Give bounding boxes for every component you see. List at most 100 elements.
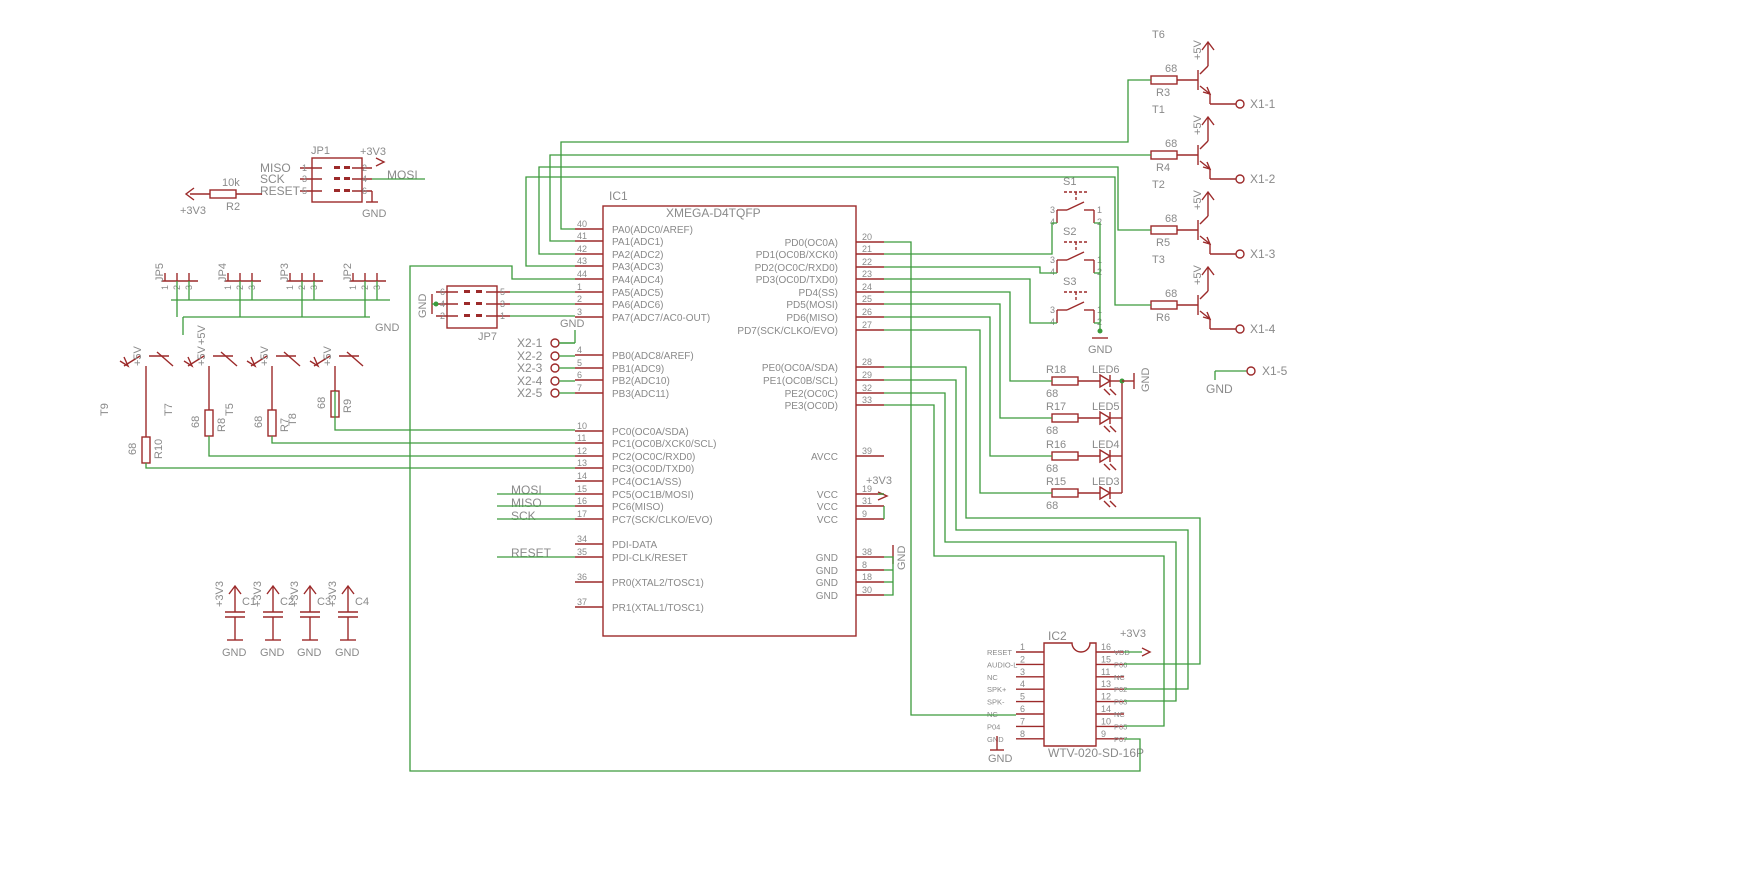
ic2-pin-number: 13 [1101, 679, 1111, 689]
ic2-pin-label: NC [1114, 673, 1125, 682]
led-name: LED4 [1092, 439, 1120, 451]
r2-value: 10k [222, 177, 240, 189]
ic1-pin-label: PD2(OC0C/RXD0) [755, 263, 838, 274]
ic1-pin-number: 29 [862, 370, 872, 380]
net-wire [271, 436, 575, 444]
x2-label: X2-4 [517, 374, 543, 388]
jp1-signal-left: MISO [260, 161, 291, 175]
ic1-pin-number: 16 [577, 496, 587, 506]
net-reset: RESET [511, 546, 552, 560]
led-name: LED6 [1092, 364, 1120, 376]
ic1-pin-label: PE2(OC0C) [785, 389, 838, 400]
ic1-pin-label: PA7(ADC7/AC0-OUT) [612, 313, 710, 324]
ic1-pin-number: 27 [862, 320, 872, 330]
ic2-vdd-supply-symbol [1141, 647, 1152, 657]
ic1-pin-number: 17 [577, 509, 587, 519]
x2-label: X2-3 [517, 361, 543, 375]
led-resistor [1051, 413, 1079, 423]
ic2-pin-number: 16 [1101, 642, 1111, 652]
ic1-pin-label: AVCC [811, 452, 838, 463]
transistor-name: T9 [99, 403, 111, 416]
left-resistor-name: R7 [279, 418, 291, 432]
ic2-name: IC2 [1048, 629, 1067, 643]
driver-resistor-name: R4 [1156, 162, 1170, 174]
ic1-pin-number: 28 [862, 357, 872, 367]
x2-pad [550, 351, 560, 361]
ic1-gnd-label: GND [896, 546, 908, 571]
ic1-pin-label: PDI-DATA [612, 540, 658, 551]
led-diode [1099, 410, 1112, 426]
net-wire [884, 316, 1052, 457]
switch-name: S3 [1063, 276, 1076, 288]
ic1-pin-number: 14 [577, 471, 587, 481]
left-resistor-value: 68 [127, 443, 139, 455]
net-wires [145, 79, 1201, 772]
ic2-pin-label: P05 [1114, 722, 1127, 731]
ic1-pin-label: PR0(XTAL2/TOSC1) [612, 578, 704, 589]
jp7-pin-number: 5 [500, 287, 505, 297]
driver-transistor-name: T3 [1152, 254, 1165, 266]
led-resistor-value: 68 [1046, 500, 1058, 512]
net-wire [884, 291, 1052, 382]
ic1-pin-number: 25 [862, 294, 872, 304]
ic2-pin-label: P07 [1114, 735, 1127, 744]
jp1-signal-left: RESET [260, 184, 301, 198]
header-supply-label: +5V [196, 324, 208, 345]
ic1-pin-number: 12 [577, 446, 587, 456]
ic2-pin-number: 14 [1101, 704, 1111, 714]
driver-resistor-name: R6 [1156, 312, 1170, 324]
led-name: LED5 [1092, 401, 1120, 413]
ic1-pin-label: PE0(OC0A/SDA) [762, 363, 838, 374]
capacitor-gnd-label: GND [335, 647, 360, 659]
left-resistor [267, 409, 277, 437]
capacitor-supply-label: +3V3 [214, 581, 226, 607]
ic1-pin-label: PB3(ADC11) [612, 389, 669, 400]
r2-name: R2 [226, 201, 240, 213]
driver-transistor-name: T6 [1152, 29, 1165, 41]
ic1-pin-label: PA4(ADC4) [612, 275, 664, 286]
ic1-pin-number: 22 [862, 257, 872, 267]
jp7-name: JP7 [478, 331, 497, 343]
net-wire [208, 436, 575, 457]
ic2-pin-number: 10 [1101, 716, 1111, 726]
ic1-pin-number: 34 [577, 534, 587, 544]
ic1-pin-label: PD3(OC0D/TXD0) [756, 275, 838, 286]
ic2-pin-number: 2 [1020, 654, 1025, 664]
header-name: JP5 [154, 263, 166, 282]
jp1-pin-number: 4 [362, 174, 367, 184]
driver-resistor [1150, 300, 1178, 310]
ic1-pin-number: 33 [862, 395, 872, 405]
switch-name: S1 [1063, 176, 1076, 188]
switch-gnd-label: GND [1088, 344, 1113, 356]
jp1-pin-number: 3 [302, 174, 307, 184]
ic1-pin-number: 36 [577, 572, 587, 582]
driver-resistor-name: R3 [1156, 87, 1170, 99]
ic1-pin-number: 5 [577, 358, 582, 368]
jp1-pin-number: 5 [302, 186, 307, 196]
net-wire [549, 154, 1151, 242]
transistor-supply-label: +5V [132, 345, 144, 366]
ic2-pin-number: 9 [1101, 729, 1106, 739]
x2-gnd-label: GND [560, 318, 585, 330]
switch-name: S2 [1063, 226, 1076, 238]
ic2-symbol: IC2 WTV-020-SD-16P 1RESET2AUDIO-L3NC4SPK… [987, 628, 1152, 765]
switch-pin-number: 4 [1050, 267, 1055, 277]
left-resistor-value: 68 [316, 397, 328, 409]
ic1-symbol: IC1 XMEGA-D4TQFP 40PA0(ADC0/AREF)41PA1(A… [575, 189, 884, 637]
transistor-supply-label: +5V [259, 345, 271, 366]
switch-pin-number: 3 [1050, 255, 1055, 265]
ic1-pin-number: 26 [862, 307, 872, 317]
net-wire [884, 303, 1052, 419]
ic2-pin-label: NC [987, 673, 998, 682]
driver-resistor-value: 68 [1165, 138, 1177, 150]
ic1-pin-number: 13 [577, 458, 587, 468]
left-resistor-name: R8 [216, 418, 228, 432]
ic1-pin-label: PR1(XTAL1/TOSC1) [612, 603, 704, 614]
r2-resistor: 10k R2 +3V3 [180, 177, 262, 217]
jp1-gnd-label: GND [362, 208, 387, 220]
ic1-pin-number: 19 [862, 484, 872, 494]
driver-output-label: X1-1 [1250, 97, 1276, 111]
ic1-pin-label: PB2(ADC10) [612, 376, 670, 387]
jp7-pin-number: 2 [440, 311, 445, 321]
